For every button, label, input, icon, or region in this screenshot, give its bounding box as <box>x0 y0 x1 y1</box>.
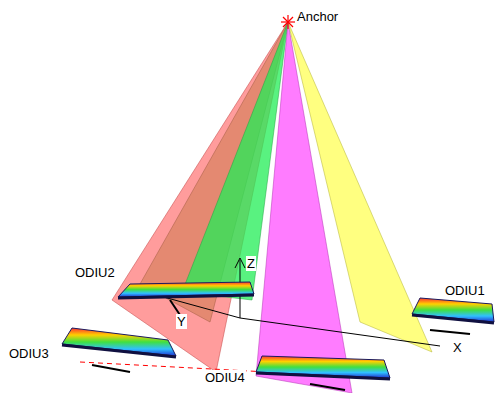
odiu-panel <box>412 298 494 322</box>
axis-arrow <box>235 258 245 268</box>
label: X <box>452 340 463 355</box>
panel-mount <box>310 384 345 390</box>
panel-mount <box>92 365 130 372</box>
odiu-panel <box>118 282 254 297</box>
odiu-panel <box>256 356 390 378</box>
beam <box>288 22 432 352</box>
anchor-star <box>281 15 295 29</box>
x-axis <box>240 318 440 346</box>
label: Anchor <box>296 9 339 24</box>
label: ODIU3 <box>8 346 50 361</box>
label: Y <box>176 314 187 329</box>
panel-edge <box>118 295 254 298</box>
label: ODIU1 <box>444 283 486 298</box>
label: ODIU2 <box>74 265 116 280</box>
label: ODIU4 <box>204 370 246 385</box>
label: Z <box>246 256 256 271</box>
y-axis <box>160 296 240 318</box>
panel-edge <box>62 345 176 357</box>
panel-mount <box>430 330 470 334</box>
panel-edge <box>412 315 494 323</box>
panel-edge <box>256 373 390 379</box>
odiu-panel <box>62 328 176 356</box>
